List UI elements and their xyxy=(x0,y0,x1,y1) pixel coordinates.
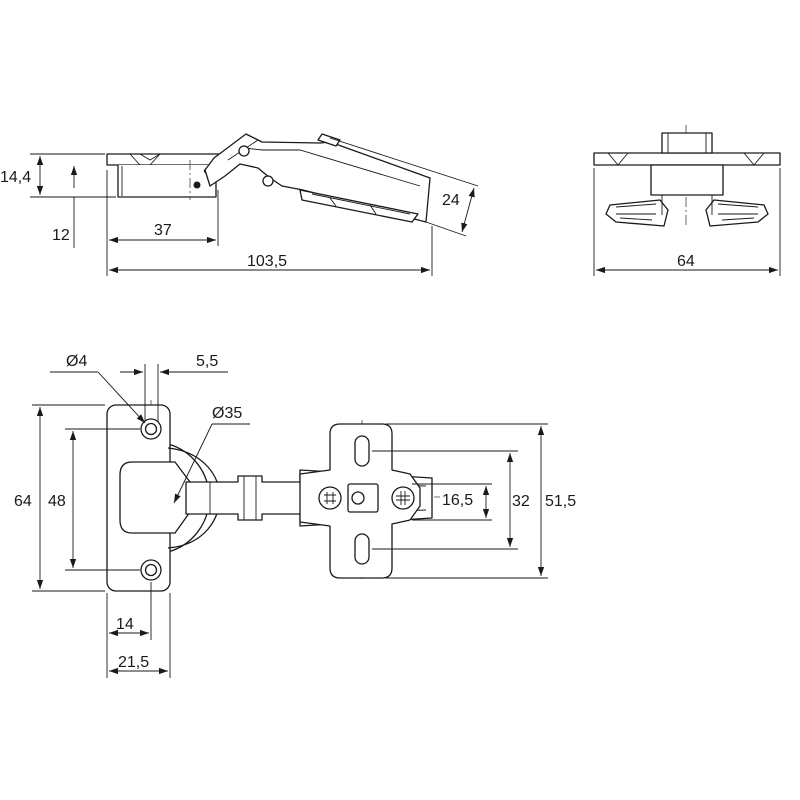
plate-slot-top xyxy=(354,435,370,467)
end-view-cup xyxy=(650,164,724,196)
dim-label-cup-depth: 12 xyxy=(52,227,70,244)
dim-arm-offset: 37 xyxy=(106,170,219,276)
end-view: 64 xyxy=(593,125,781,276)
adjust-screw-left xyxy=(318,486,342,510)
dim-label-flange-thickness: 14,4 xyxy=(0,169,31,186)
dim-plate-hole-spacing: 32 xyxy=(372,450,530,550)
dim-hole-spacing: 48 xyxy=(48,428,140,571)
dim-label-flange-height: 64 xyxy=(14,493,32,510)
dim-overall-length: 103,5 xyxy=(109,226,433,276)
dim-end-width: 64 xyxy=(593,168,781,276)
dim-plate-height: 24 xyxy=(329,137,479,237)
adjust-screw-right xyxy=(391,486,415,510)
dim-plate-height: 51,5 xyxy=(386,423,576,579)
dim-flange-height: 64 xyxy=(14,404,105,592)
dim-screw-hole-diameter: Ø4 xyxy=(50,353,146,424)
dim-label-cup-center-offset: 14 xyxy=(116,616,134,633)
dim-plate-slot-spacing: 16,5 xyxy=(412,483,492,521)
dim-hole-offset: 5,5 xyxy=(120,353,228,422)
dim-label-plate-height: 51,5 xyxy=(545,493,576,510)
dim-flange-width: 21,5 xyxy=(109,593,171,678)
dim-label-cup-diameter: Ø35 xyxy=(212,405,242,422)
dim-label-flange-width: 21,5 xyxy=(118,654,149,671)
dim-cup-diameter: Ø35 xyxy=(173,405,250,504)
side-view: 14,4 12 37 103,5 24 xyxy=(0,133,479,276)
dim-label-hole-spacing: 48 xyxy=(48,493,66,510)
dim-label-plate-height: 24 xyxy=(442,192,460,209)
dim-label-plate-slot-spacing: 16,5 xyxy=(442,492,473,509)
side-view-arm xyxy=(204,133,431,223)
dim-flange-thickness: 14,4 xyxy=(0,153,116,198)
top-view-cup-recess xyxy=(119,461,191,534)
side-view-flange xyxy=(106,153,228,166)
dim-cup-depth: 12 xyxy=(52,166,78,248)
plate-slot-bottom xyxy=(354,533,370,565)
top-view-screw-hole-bottom xyxy=(140,559,162,581)
dim-label-hole-offset: 5,5 xyxy=(196,353,218,370)
dim-label-arm-offset: 37 xyxy=(154,222,172,239)
top-view: Ø4 5,5 Ø35 64 48 xyxy=(14,353,576,678)
dim-label-plate-hole-spacing: 32 xyxy=(512,493,530,510)
dim-label-overall-length: 103,5 xyxy=(247,253,287,270)
dim-label-end-width: 64 xyxy=(677,253,695,270)
side-view-cup xyxy=(117,165,217,198)
dim-label-screw-hole-diameter: Ø4 xyxy=(66,353,87,370)
dim-cup-center-offset: 14 xyxy=(106,582,152,678)
top-view-screw-hole-top xyxy=(140,418,162,440)
